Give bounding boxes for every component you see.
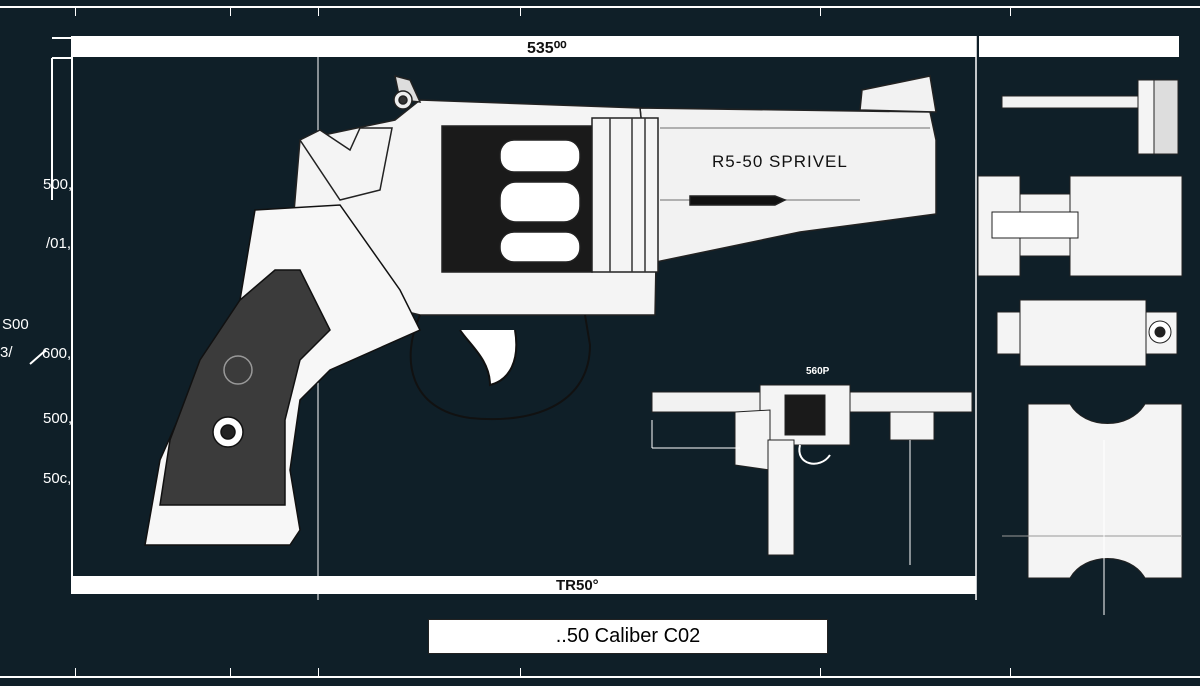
ruler-tick — [1010, 8, 1011, 16]
detail-part-4 — [1002, 403, 1183, 615]
inset-revolver — [651, 384, 973, 565]
ruler-tick — [230, 668, 231, 676]
caption-box: ..50 Caliber C02 — [428, 619, 828, 654]
ruler-tick — [75, 668, 76, 676]
detail-part-3 — [996, 299, 1178, 367]
top-dimension-label: 535⁰⁰ — [527, 40, 567, 57]
ruler-tick — [820, 668, 821, 676]
ruler-tick — [1010, 668, 1011, 676]
grip — [144, 204, 422, 546]
ruler-tick — [520, 8, 521, 16]
side-label-6: 50c, — [43, 470, 72, 487]
engraving-text: R5-50 SPRIVEL — [712, 152, 848, 171]
ruler-tick — [318, 8, 319, 16]
ruler-tick — [318, 668, 319, 676]
side-label-5: 500, — [43, 410, 73, 427]
left-bracket — [29, 36, 73, 594]
top-dimension-band-right — [979, 36, 1179, 57]
top-dimension-band — [72, 36, 976, 57]
ruler-tick — [820, 8, 821, 16]
bottom-dimension-band — [72, 576, 976, 594]
inset-label: 560P — [806, 366, 830, 377]
cylinder — [441, 117, 659, 273]
side-label-3-alt: 3/ — [0, 344, 13, 361]
bottom-dimension-label: TR50° — [556, 577, 599, 594]
top-border — [0, 6, 1200, 8]
hammer — [298, 127, 393, 201]
detail-part-2 — [977, 175, 1183, 277]
barrel — [639, 75, 937, 263]
side-label-4: 600, — [42, 345, 72, 362]
ruler-tick — [230, 8, 231, 16]
detail-part-1 — [1001, 79, 1179, 155]
side-label-3: S00 — [2, 316, 29, 333]
bottom-border — [0, 676, 1200, 678]
ruler-tick — [75, 8, 76, 16]
side-label-2: /01, — [46, 235, 72, 252]
side-label-1: 500, — [43, 176, 73, 193]
trigger-guard — [409, 314, 592, 421]
caption-text: ..50 Caliber C02 — [555, 625, 701, 647]
ruler-tick — [520, 668, 521, 676]
